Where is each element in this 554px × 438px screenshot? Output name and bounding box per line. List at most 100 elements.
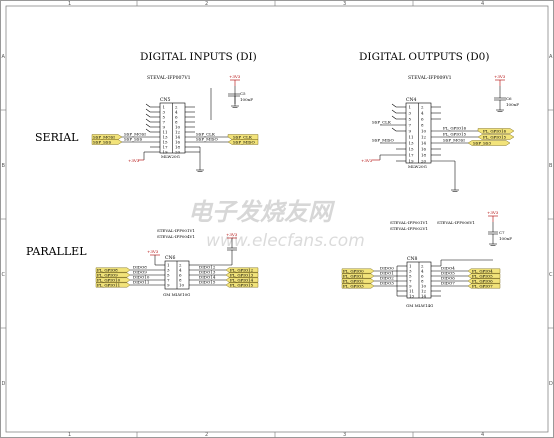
cn6-power-label: +3V3: [147, 249, 159, 254]
cn5-cap-value: 100nF: [240, 97, 253, 102]
cn4-tag-right-3: SSP_SS3: [467, 140, 511, 146]
cn8-power-label: +3V3: [487, 210, 499, 215]
cn4-part: MLW20G: [408, 164, 427, 169]
cn6-tag-right-2: PL_GPIO13: [225, 272, 259, 278]
cn8-pin-3: 3: [409, 269, 412, 274]
cn8-cap-value: 100nF: [499, 236, 512, 241]
cn6-power-symbol: +3V3 +3V3: [147, 232, 238, 256]
cn4-ref: CN4: [406, 97, 417, 103]
cn8-pin-4: 4: [421, 269, 424, 274]
cn5-tag-left-1-text: SSP_MOSI: [93, 134, 115, 139]
cn8-board-1: STEVAL-IFP001V1: [390, 220, 428, 225]
cn4-board-label: STEVAL-IFP009V1: [408, 75, 452, 81]
cn4-pin-13: 13: [409, 141, 415, 146]
cn8-pin-1: 1: [409, 264, 412, 269]
cn6-tag-right-2-text: PL_GPIO13: [230, 273, 254, 278]
cn4-pin-1: 1: [409, 105, 412, 110]
cn8-pin-5: 5: [409, 274, 412, 279]
cn8-pin-12: 12: [421, 289, 427, 294]
cn5-pin-3: 3: [163, 110, 166, 115]
cn8-net-left-2: DIDO1: [380, 271, 394, 276]
cn4-tag-right-1: PL_GPIO16: [477, 128, 515, 134]
digital-outputs-title: DIGITAL OUTPUTS (D0): [359, 51, 489, 63]
cn8-tag-right-2: PL_GPIO5: [467, 273, 501, 279]
cn5-pin-16: 16: [175, 140, 181, 145]
cn4-pin-3: 3: [409, 111, 412, 116]
cn6-net-left-3: DIDO10: [133, 275, 150, 280]
cn8-pin-9: 9: [409, 284, 412, 289]
frame-row-a-left: A: [2, 54, 6, 60]
cn5-pin-1: 1: [163, 105, 166, 110]
cn5-tag-right-2-text: SSP_MISO: [233, 139, 256, 144]
cn6-tag-left-3: PL_GPIO10: [95, 277, 131, 283]
cn8-net-left-1: DIDO0: [380, 266, 394, 271]
cn8-pin-2: 2: [421, 264, 424, 269]
cn4-pin-17: 17: [409, 153, 415, 158]
frame-row-b-right: B: [549, 163, 553, 169]
cn8-pin-11: 11: [409, 289, 414, 294]
cn5-tag-left-2-text: SSP_SSS: [93, 139, 111, 144]
cn4-pin-4: 4: [421, 111, 424, 116]
cn5-pin-18: 18: [175, 145, 181, 150]
cn5-pin-8: 8: [175, 120, 178, 125]
cn8-pin-6: 6: [421, 274, 424, 279]
frame-col-1-bottom: 1: [68, 432, 71, 438]
cn8-pin-13: 13: [409, 294, 415, 299]
cn6-net-left-4: DIDO11: [133, 280, 149, 285]
cn5-pin-5: 5: [163, 115, 166, 120]
parallel-label: PARALLEL: [26, 245, 87, 258]
cn4-power-symbol: +3V3: [494, 74, 506, 86]
cn4-pin-15: 15: [409, 147, 415, 152]
cn6-pin-10: 10: [179, 283, 185, 288]
cn5-pin-10: 10: [175, 125, 181, 130]
cn5-pin-6: 6: [175, 115, 178, 120]
cn5-pin-12: 12: [175, 130, 181, 135]
cn4-tag-right-2: PL_GPIO15: [477, 134, 515, 140]
frame-row-c-right: C: [549, 272, 553, 278]
cn4-power-left: +3V3: [361, 158, 380, 163]
cn8-net-left-4: DIDO3: [380, 281, 394, 286]
cn6-net-right-4: DIDO15: [199, 280, 216, 285]
cn6-net-right-3: DIDO14: [199, 275, 216, 280]
cn5-pin-2: 2: [175, 105, 178, 110]
cn5-pin-15: 15: [163, 140, 169, 145]
cn8-tag-right-4: PL_GPIO7: [467, 283, 501, 289]
cn8-net-right-2: DIDO5: [441, 271, 455, 276]
cn5-part: MLW20G: [161, 154, 180, 159]
cn8-tag-right-3: PL_GPIO6: [467, 278, 501, 284]
cn8-pin-10: 10: [421, 284, 427, 289]
cn4-pin-10: 10: [421, 129, 427, 134]
cn4-pin-5: 5: [409, 117, 412, 122]
cn5-pin-9: 9: [163, 125, 166, 130]
frame-row-a-right: A: [549, 54, 553, 60]
cn6-pin-5: 5: [167, 273, 170, 278]
frame-row-c-left: C: [2, 272, 6, 278]
cn4-net-right-3: SSP_MOSI: [443, 138, 465, 143]
cn4-net-left-2: SSP_MISO: [372, 138, 395, 143]
cn4-pin-18: 18: [421, 153, 427, 158]
cn4-tag-right-2-text: PL_GPIO15: [483, 134, 507, 139]
cn5-board-label: STEVAL-IFP007V1: [147, 75, 191, 81]
cn5-pin-4: 4: [175, 110, 178, 115]
cn8-net-left-3: DIDO2: [380, 276, 394, 281]
cn5-pin-19: 19: [163, 150, 169, 155]
cn8-net-right-3: DIDO6: [441, 276, 455, 281]
cn6-pin-9: 9: [167, 283, 170, 288]
cn5-power-symbol: +3V3: [229, 74, 241, 86]
cn4-net-right-1: PL_GPIO16: [443, 126, 467, 131]
cn6-pin-7: 7: [167, 278, 170, 283]
cn8-pin-7: 7: [409, 279, 412, 284]
cn5-net-right-1: SSP_CLK: [196, 132, 216, 137]
watermark: 电子发烧友网 www.elecfans.com: [188, 198, 365, 251]
cn8-net-right-4: DIDO7: [441, 281, 455, 286]
cn8-board-2: STEVAL-IFP006V1: [437, 220, 475, 225]
cn8-net-right-1: DIDO4: [441, 266, 455, 271]
cn4-cap-ref: C6: [506, 96, 512, 101]
frame-col-4-bottom: 4: [481, 432, 484, 438]
frame-row-d-right: D: [549, 381, 553, 387]
cn6-tag-left-2: PL_GPIO9: [95, 272, 131, 278]
frame-col-4-top: 4: [481, 1, 484, 7]
cn8-pin-8: 8: [421, 279, 424, 284]
cn5-power-label: +3V3: [229, 74, 241, 79]
